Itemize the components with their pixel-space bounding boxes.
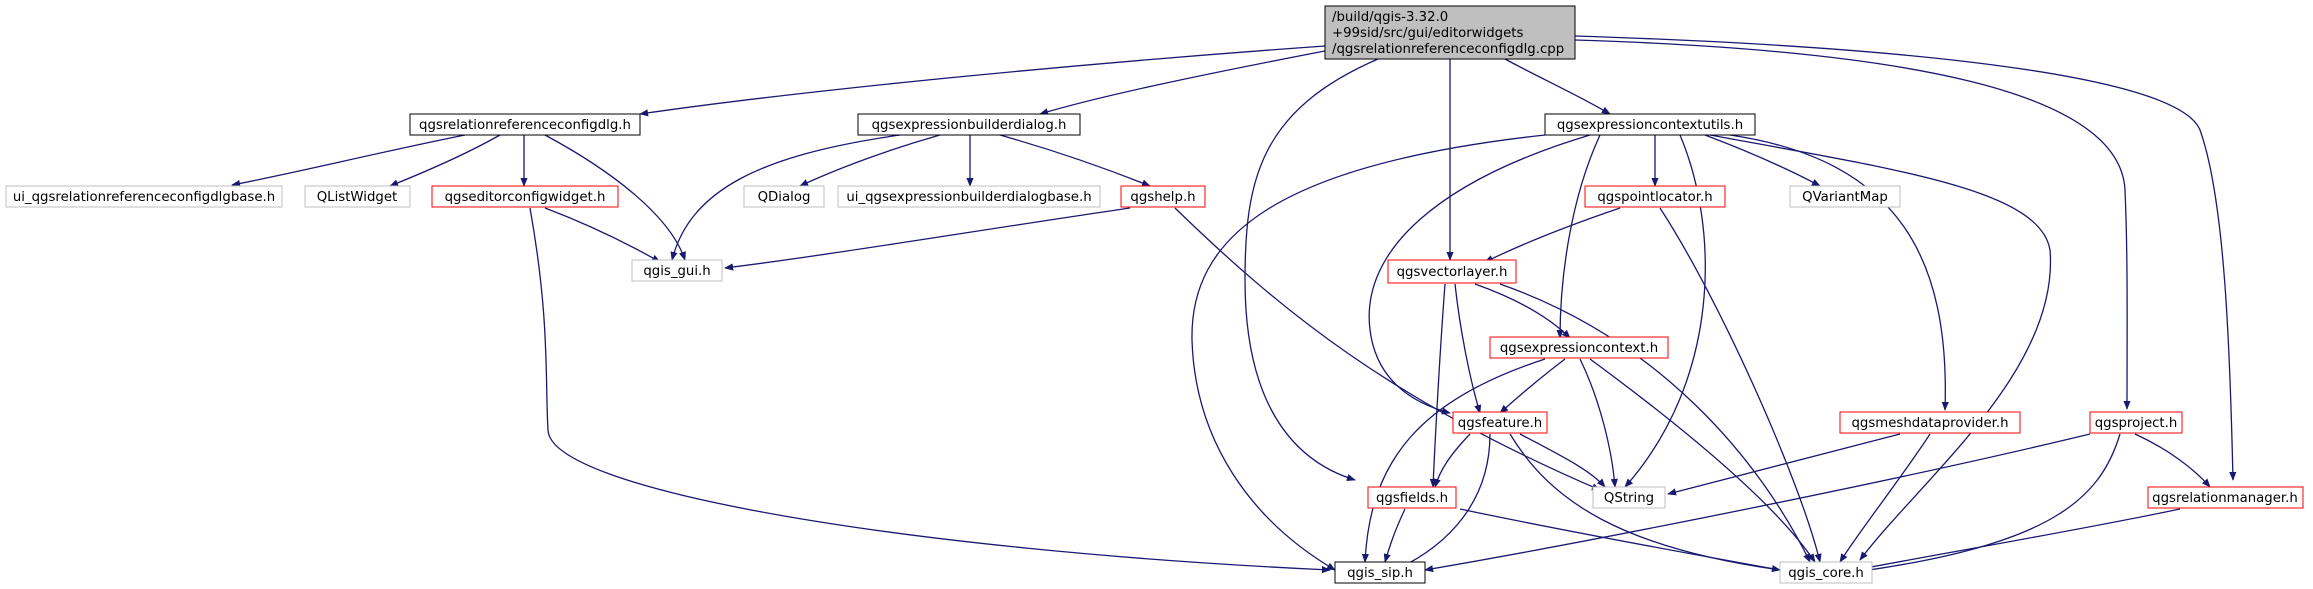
edge-root-to-expressioncontextutils <box>1504 58 1611 115</box>
edge-ecw-to-qgisgui <box>544 207 661 263</box>
node-label: qgsfeature.h <box>1458 416 1542 431</box>
node-root-file[interactable]: /build/qgis-3.32.0 +99sid/src/gui/editor… <box>1324 5 1576 60</box>
node-qgis-core-h[interactable]: qgis_core.h <box>1779 561 1873 584</box>
edge-ec-to-qgissip <box>1361 358 1546 563</box>
node-label: qgsexpressionbuilderdialog.h <box>872 118 1067 133</box>
edge-pl-to-vectorlayer <box>1484 207 1621 263</box>
node-label: qgsrelationreferenceconfigdlg.h <box>419 118 631 133</box>
edge-proj-to-qgissip <box>1424 433 2091 573</box>
edge-fields-to-qgissip <box>1383 508 1406 563</box>
edge-help-to-qgisgui <box>724 207 1131 271</box>
edge-fields-to-qgiscore <box>1459 508 1781 573</box>
node-label: qgsrelationmanager.h <box>2152 491 2298 506</box>
edge-ebd-to-qgshelp <box>999 134 1151 187</box>
edge-ec-to-qstring <box>1579 358 1618 488</box>
edge-ecu-to-qstring <box>1624 134 1706 488</box>
graph-nodes: /build/qgis-3.32.0 +99sid/src/gui/editor… <box>5 5 2304 584</box>
edge-vl-to-fields <box>1429 283 1446 488</box>
edge-vl-to-feature <box>1454 283 1482 414</box>
node-qgis-gui-h[interactable]: qgis_gui.h <box>631 259 723 282</box>
edge-pl-to-qgiscore <box>1659 207 1822 563</box>
node-label: QVariantMap <box>1802 190 1888 205</box>
edge-ecu-to-qgissip <box>1191 134 1546 571</box>
edge-ec-to-qgiscore <box>1589 358 1816 563</box>
node-label: qgis_gui.h <box>643 264 710 279</box>
node-qstring[interactable]: QString <box>1592 486 1666 509</box>
node-label: qgis_core.h <box>1788 566 1864 581</box>
root-file-line1: /build/qgis-3.32.0 <box>1332 10 1448 25</box>
node-label: qgsfields.h <box>1376 491 1448 506</box>
edge-ecu-to-qgiscore <box>1709 134 2052 561</box>
node-label: QDialog <box>758 190 811 205</box>
edge-proj-to-qgiscore <box>1854 433 2121 575</box>
node-label: qgspointlocator.h <box>1597 190 1712 205</box>
node-qgseditorconfigwidget-h[interactable]: qgseditorconfigwidget.h <box>431 185 619 208</box>
edge-root-to-project <box>1574 39 2131 410</box>
node-ui-qgsexpressionbuilderdialogbase-h[interactable]: ui_qgsexpressionbuilderdialogbase.h <box>837 185 1101 208</box>
edge-proj-to-relationmanager <box>2134 433 2211 488</box>
node-label: qgis_sip.h <box>1347 566 1413 581</box>
edge-ecu-to-feature <box>1368 134 1591 415</box>
edge-vl-to-qgiscore <box>1499 283 1811 563</box>
node-qgsrelationmanager-h[interactable]: qgsrelationmanager.h <box>2147 486 2304 509</box>
edge-ecu-to-meshdataprovider <box>1729 134 1949 411</box>
edge-feat-to-qstring <box>1519 433 1606 488</box>
edge-mdp-to-qstring <box>1667 433 1901 496</box>
node-label: qgshelp.h <box>1130 190 1195 205</box>
edge-feat-to-fields <box>1433 433 1471 488</box>
edge-root-to-expressionbuilderdialog <box>1039 49 1331 116</box>
node-label: qgsproject.h <box>2095 416 2178 431</box>
node-label: qgseditorconfigwidget.h <box>445 190 606 205</box>
edge-rm-to-qgiscore <box>1854 508 2181 573</box>
node-qdialog[interactable]: QDialog <box>743 185 825 208</box>
edge-rrcd-to-ui-base <box>231 134 466 188</box>
node-qgsvectorlayer-h[interactable]: qgsvectorlayer.h <box>1387 259 1517 284</box>
node-label: qgsexpressioncontextutils.h <box>1557 118 1743 133</box>
node-qgshelp-h[interactable]: qgshelp.h <box>1120 185 1206 208</box>
edge-help-to-qstring <box>1174 207 1601 491</box>
edge-ecu-to-expressioncontext <box>1556 134 1601 339</box>
node-qgsmeshdataprovider-h[interactable]: qgsmeshdataprovider.h <box>1839 411 2021 434</box>
edge-ebd-to-qgisgui <box>670 134 901 261</box>
node-label: qgsmeshdataprovider.h <box>1851 416 2008 431</box>
edge-ecw-to-qgissip <box>529 207 1331 574</box>
node-qgsfeature-h[interactable]: qgsfeature.h <box>1452 411 1548 434</box>
edge-vl-to-expressioncontext <box>1474 283 1571 339</box>
node-label: qgsexpressioncontext.h <box>1500 341 1658 356</box>
edge-ebd-to-qdialog <box>799 134 941 187</box>
edge-mdp-to-qgiscore <box>1839 433 1931 563</box>
edge-root-to-relationmanager <box>1574 35 2237 481</box>
edge-root-to-relationreferenceconfigdlg <box>639 45 1326 117</box>
node-label: QListWidget <box>317 190 398 205</box>
node-qgsrelationreferenceconfigdlg-h[interactable]: qgsrelationreferenceconfigdlg.h <box>409 113 641 136</box>
node-qgsproject-h[interactable]: qgsproject.h <box>2089 411 2183 434</box>
node-label: ui_qgsexpressionbuilderdialogbase.h <box>846 190 1091 205</box>
root-file-line3: /qgsrelationreferenceconfigdlg.cpp <box>1332 42 1564 57</box>
node-qgspointlocator-h[interactable]: qgspointlocator.h <box>1584 185 1726 208</box>
root-file-line2: +99sid/src/gui/editorwidgets <box>1332 26 1524 41</box>
node-qgis-sip-h[interactable]: qgis_sip.h <box>1334 561 1426 584</box>
dependency-edges <box>231 35 2237 575</box>
edge-rrcd-to-qlistwidget <box>389 134 501 187</box>
node-qgsfields-h[interactable]: qgsfields.h <box>1367 486 1457 509</box>
node-qvariantmap[interactable]: QVariantMap <box>1789 185 1901 208</box>
node-qlistwidget[interactable]: QListWidget <box>304 185 411 208</box>
edge-ecu-to-qvariantmap <box>1704 134 1821 187</box>
node-qgsexpressioncontext-h[interactable]: qgsexpressioncontext.h <box>1489 336 1669 359</box>
node-label: ui_qgsrelationreferenceconfigdlgbase.h <box>13 190 275 205</box>
edge-feat-to-qgissip <box>1394 433 1491 571</box>
node-qgsexpressioncontextutils-h[interactable]: qgsexpressioncontextutils.h <box>1544 113 1756 136</box>
edge-root-to-fields <box>1244 58 1379 482</box>
node-label: qgsvectorlayer.h <box>1397 265 1508 280</box>
node-ui-qgsrelationreferenceconfigdlgbase-h[interactable]: ui_qgsrelationreferenceconfigdlgbase.h <box>5 185 283 208</box>
node-qgsexpressionbuilderdialog-h[interactable]: qgsexpressionbuilderdialog.h <box>857 113 1081 136</box>
edge-ec-to-feature <box>1499 358 1566 414</box>
node-label: QString <box>1604 491 1654 506</box>
